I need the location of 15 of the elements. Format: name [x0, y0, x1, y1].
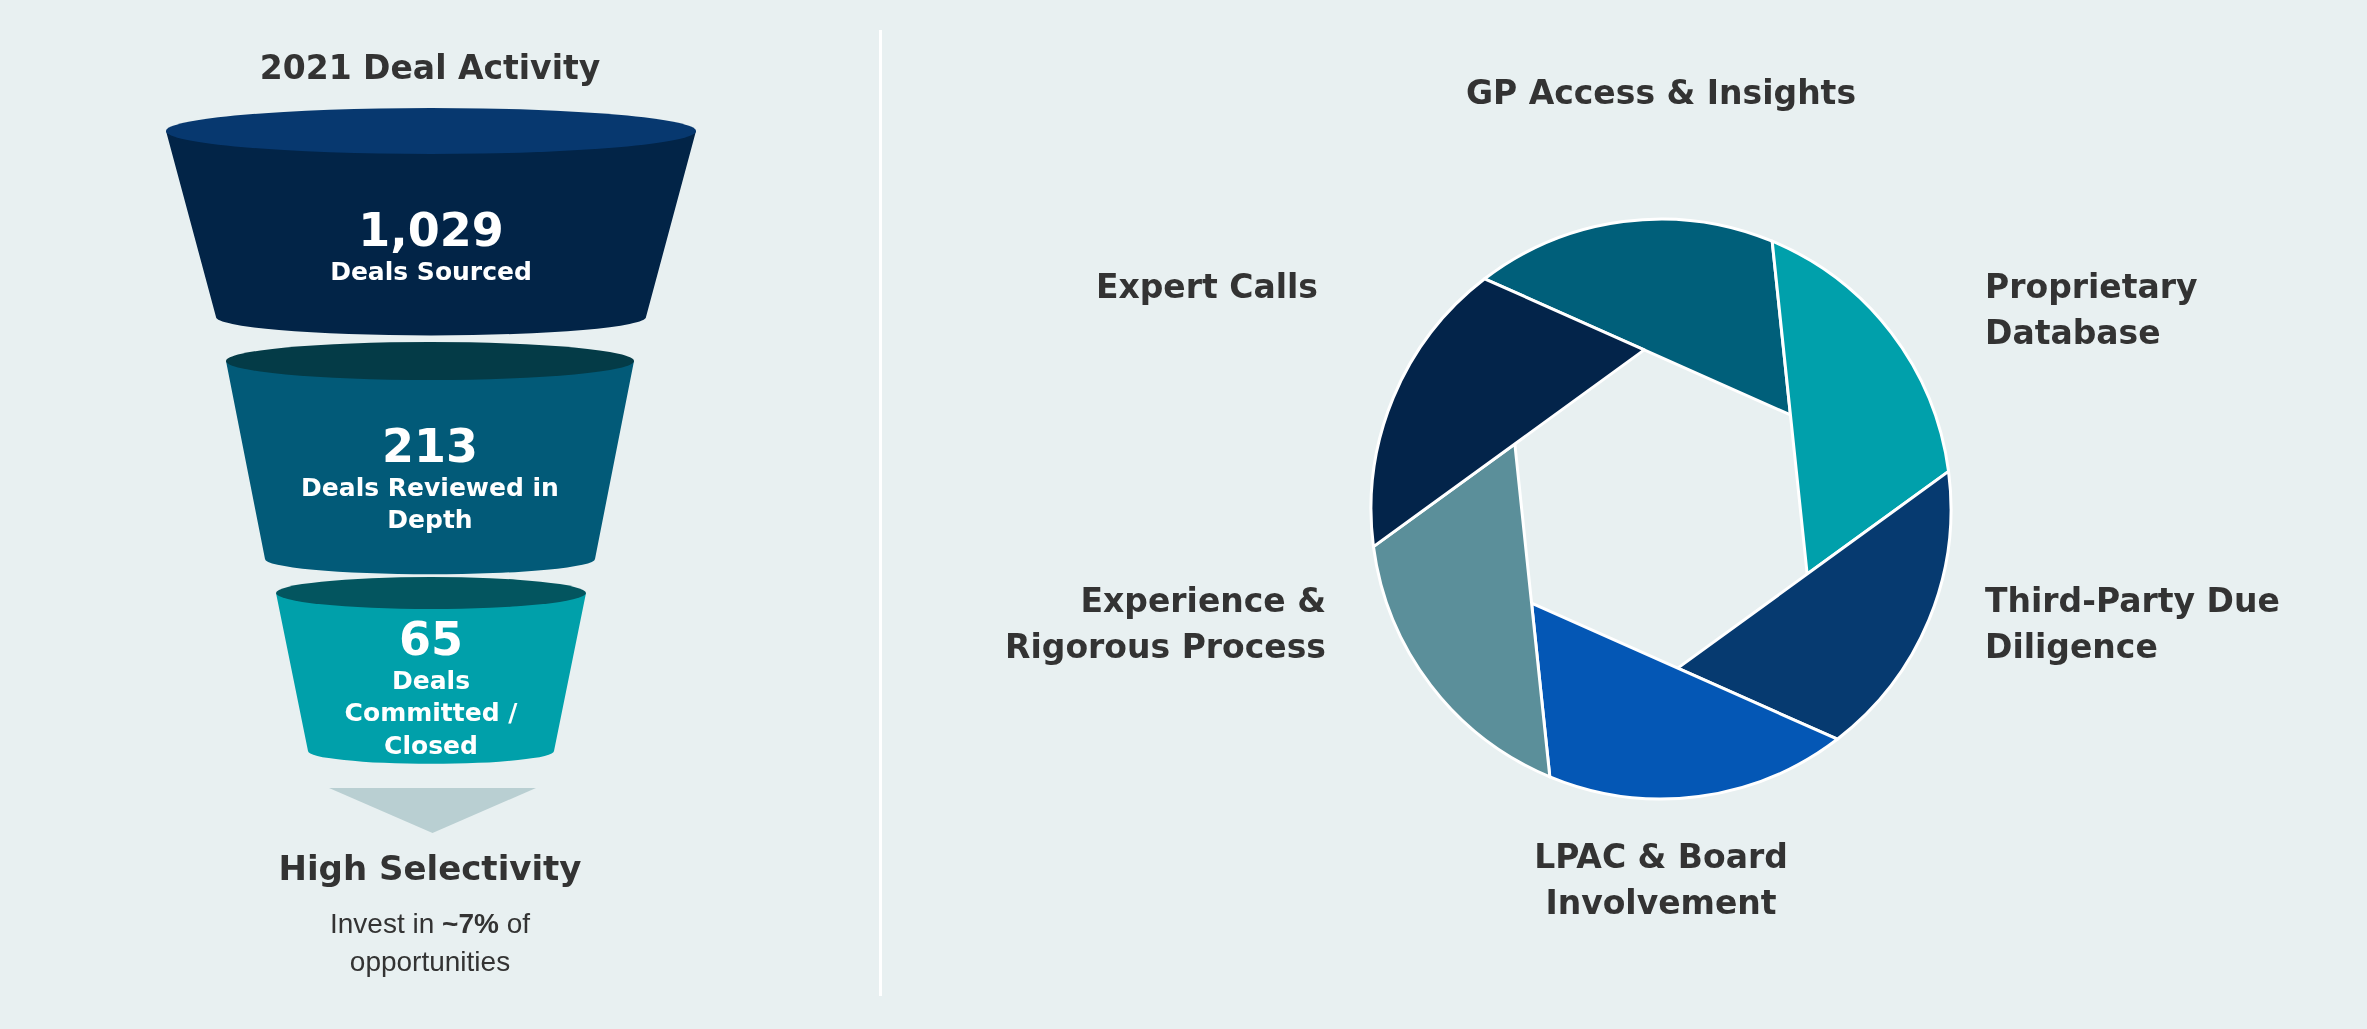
aperture-label: Proprietary Database [1985, 266, 2199, 354]
aperture-label: LPAC & Board Involvement [1533, 836, 1789, 924]
aperture-label: GP Access & Insights [1464, 72, 1858, 114]
summary-note: Invest in ~7% of opportunities [329, 907, 531, 979]
stage-label: Deals Committed / Closed [343, 664, 519, 762]
aperture-label: Expert Calls [1094, 266, 1318, 308]
aperture-label: Third-Party Due Diligence [1985, 580, 2281, 668]
stage-label: Deals Reviewed in Depth [300, 471, 560, 537]
deal-count: 65 [399, 613, 463, 665]
deal-count: 1,029 [358, 205, 504, 257]
diagram-title: 2021 Deal Activity [258, 48, 602, 87]
stage-label: Deals Sourced [330, 256, 532, 289]
deal-count: 213 [382, 421, 478, 472]
summary-heading: High Selectivity [277, 848, 583, 888]
aperture-label: Experience & Rigorous Process [1004, 580, 1326, 668]
